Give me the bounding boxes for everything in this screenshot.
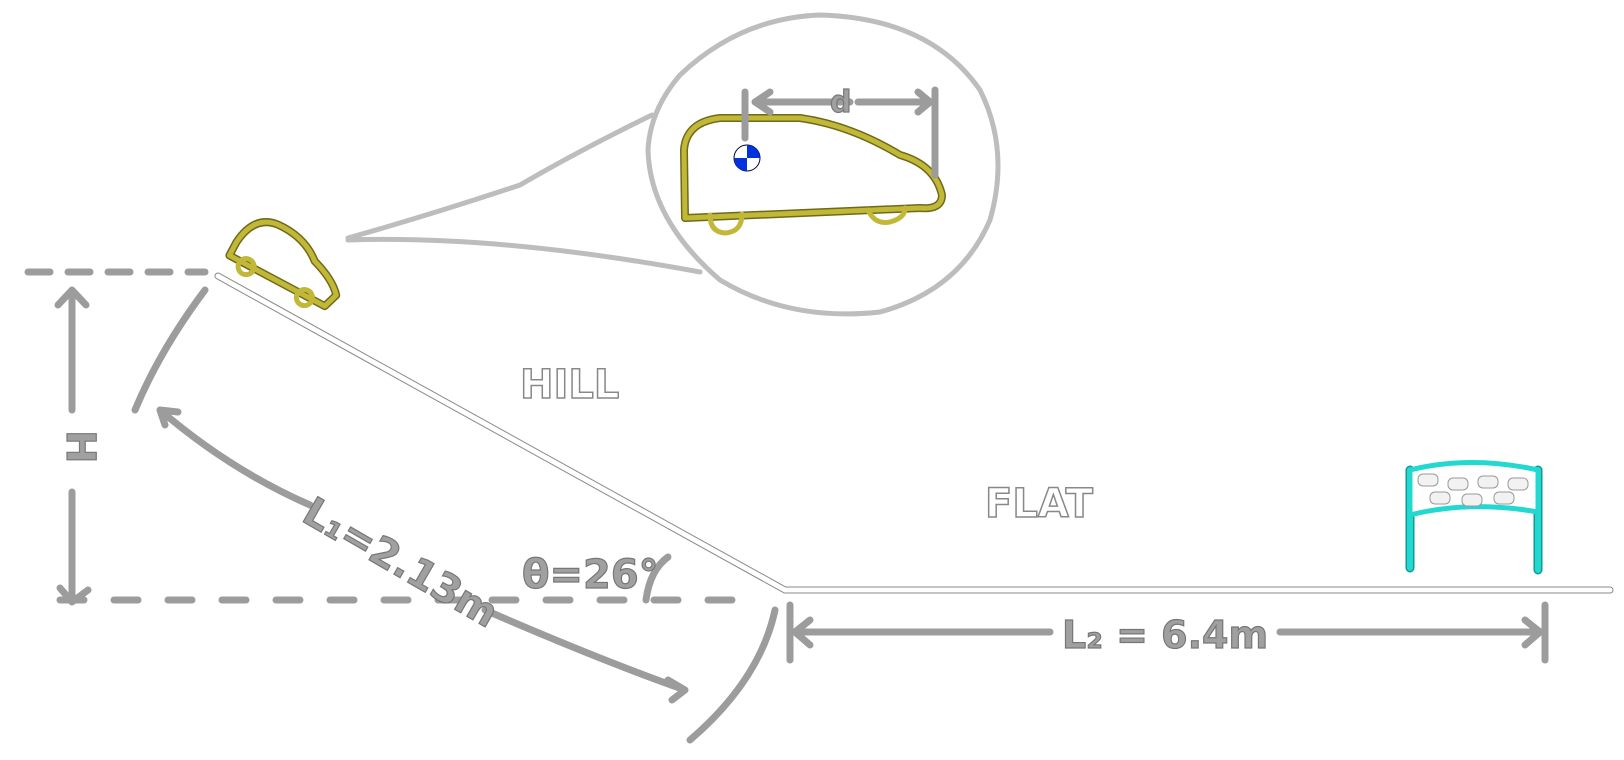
car-icon (225, 218, 341, 311)
hill-length-label: L₁=2.13m (295, 489, 506, 637)
center-of-gravity-icon (733, 144, 761, 172)
flat-length-arrow (786, 601, 1549, 664)
height-label: H (57, 430, 103, 463)
flat-length-label: L₂ = 6.4m (1062, 613, 1268, 657)
angle-arc (642, 553, 672, 604)
zoom-callout (345, 12, 1001, 317)
hill-road (214, 272, 1614, 594)
car-detail-icon (680, 114, 946, 236)
hill-label: HILL (520, 362, 619, 408)
angle-label: θ=26° (522, 552, 659, 598)
height-arrow (54, 286, 92, 606)
cg-offset-arrow (741, 86, 939, 179)
cg-offset-label: d (830, 85, 851, 120)
hill-length-arrow (131, 286, 779, 744)
flat-label: FLAT (985, 481, 1094, 527)
finish-flag-icon (1405, 460, 1543, 575)
